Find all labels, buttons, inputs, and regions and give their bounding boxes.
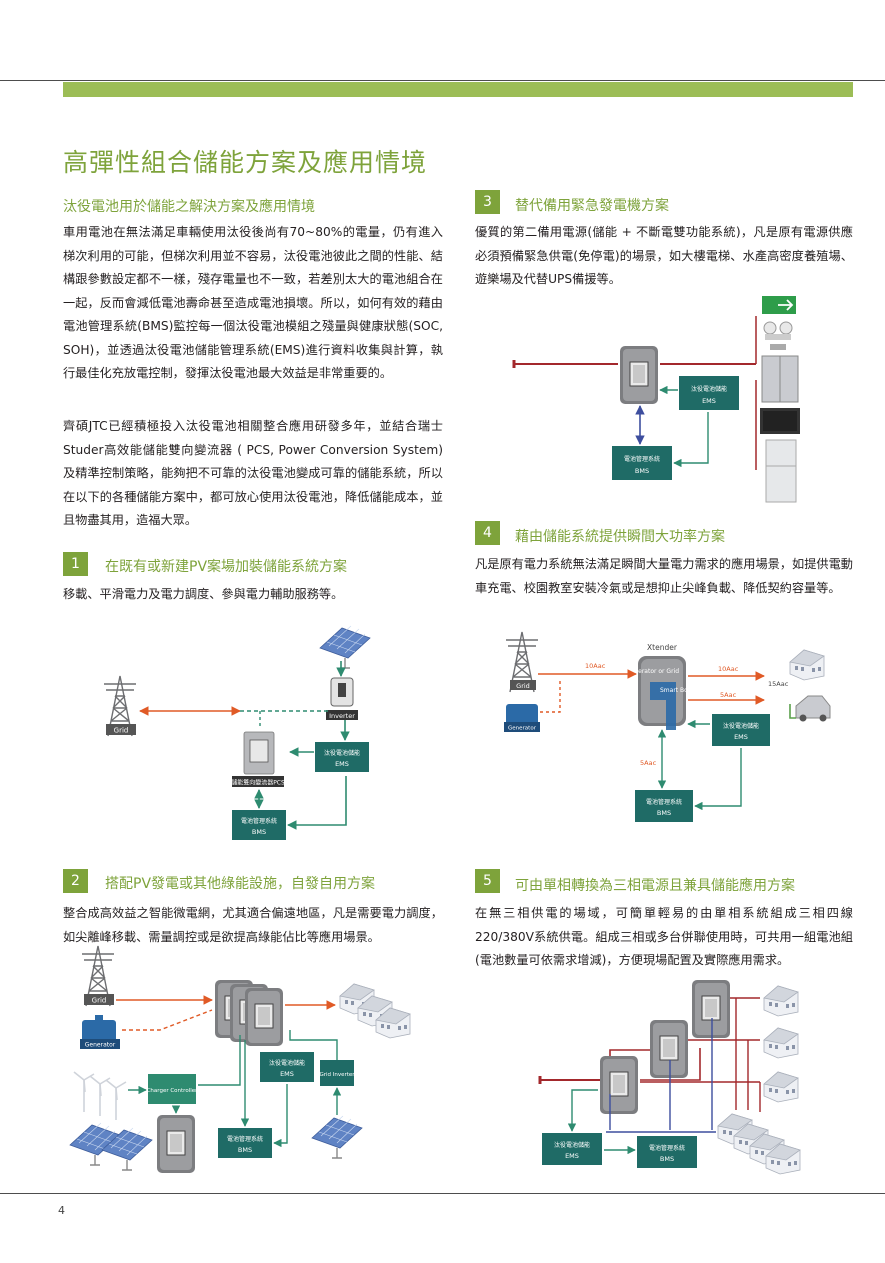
diagram-1: Grid Inverter 儲能雙向變流器PCS 汰役電池儲能 EMS 電池管理…	[103, 625, 371, 840]
d2-generator-label: Generator	[85, 1042, 116, 1049]
section-1-number: 1	[63, 552, 88, 576]
d4-10a-left: 10Aac	[585, 662, 606, 670]
d1-ems-line1: 汰役電池儲能	[324, 749, 360, 757]
d2-charger-label: Charger Controller	[147, 1088, 199, 1094]
d4-ems-line1: 汰役電池儲能	[723, 722, 759, 730]
d2-bms-line1: 電池管理系統	[227, 1135, 263, 1143]
d4-bms-line2: BMS	[657, 809, 671, 817]
intro-paragraph-1: 車用電池在無法滿足車輛使用汰役後尚有70~80%的電量，仍有進入梯次利用的可能，…	[63, 225, 443, 380]
page-number: 4	[58, 1204, 65, 1217]
d1-inverter-box	[326, 710, 358, 720]
d1-ems-box	[315, 742, 369, 772]
d3-bms-line1: 電池管理系統	[624, 455, 660, 463]
d4-gen-or-grid-label: Generator or Grid	[626, 668, 679, 675]
d4-15a-label: 15Aac	[768, 680, 789, 688]
d2-ems-box	[260, 1052, 314, 1082]
section-3-title: 替代備用緊急發電機方案	[515, 198, 669, 214]
section-1-title: 在既有或新建PV案場加裝儲能系統方案	[105, 559, 348, 575]
d2-grid-box	[84, 994, 114, 1005]
section-2-text: 整合成高效益之智能微電網，尤其適合偏遠地區，凡是需要電力調度，如尖離峰移載、需量…	[63, 906, 443, 944]
intro-subtitle: 汰役電池用於儲能之解決方案及應用情境	[63, 199, 315, 215]
d4-ems-box	[712, 714, 770, 746]
d5-bms-line1: 電池管理系統	[649, 1144, 685, 1152]
section-5-number: 5	[475, 869, 500, 893]
d4-generator-label: Generator	[508, 726, 537, 732]
d1-pcs-box	[232, 776, 284, 787]
d1-grid-label: Grid	[114, 727, 129, 735]
d5-ems-line1: 汰役電池儲能	[554, 1141, 590, 1149]
d5-bms-line2: BMS	[660, 1155, 674, 1163]
d5-ems-box	[542, 1133, 602, 1165]
page-title: 高彈性組合儲能方案及應用情境	[63, 148, 428, 177]
d2-charger-box	[148, 1074, 196, 1104]
d2-grid-inverter-label: Grid Inverter	[319, 1072, 355, 1078]
section-5-title: 可由單相轉換為三相電源且兼具儲能應用方案	[515, 878, 795, 894]
d3-bms-line2: BMS	[635, 467, 649, 475]
bottom-rule	[0, 1193, 885, 1194]
section-4-text: 凡是原有電力系統無法滿足瞬間大量電力需求的應用場景，如提供電動車充電、校園教室安…	[475, 557, 853, 595]
d1-bms-box	[232, 810, 286, 840]
d3-bms-box	[612, 446, 672, 480]
header-band	[63, 82, 853, 97]
d2-bms-box	[218, 1128, 272, 1158]
d4-grid-label: Grid	[516, 682, 530, 690]
d2-grid-inverter-box	[320, 1060, 354, 1086]
d4-bms-box	[635, 790, 693, 822]
d4-10a-right: 10Aac	[718, 665, 739, 673]
d5-bms-box	[637, 1136, 697, 1168]
d4-xtender-label: Xtender	[647, 643, 678, 652]
d4-5a-low: 5Aac	[640, 759, 657, 767]
d4-5a-mid: 5Aac	[720, 691, 737, 699]
d2-bms-line2: BMS	[238, 1146, 252, 1154]
section-3-text: 優質的第二備用電源(儲能 + 不斷電雙功能系統)，凡是原有電源供應必須預備緊急供…	[475, 225, 853, 286]
d1-grid-box	[106, 724, 136, 735]
d4-ems-line2: EMS	[734, 733, 748, 741]
d3-ems-line1: 汰役電池儲能	[691, 385, 727, 393]
d4-bms-line1: 電池管理系統	[646, 798, 682, 806]
d4-grid-box	[510, 680, 536, 690]
d1-pcs-label: 儲能雙向變流器PCS	[231, 779, 285, 787]
d2-generator-box	[80, 1039, 120, 1049]
d2-grid-label: Grid	[92, 997, 107, 1005]
diagram-2: Grid Generator Charger Controller 汰役電池儲能…	[69, 945, 411, 1174]
diagram-5: 汰役電池儲能 EMS 電池管理系統 BMS	[538, 979, 801, 1175]
diagram-3: 汰役電池儲能 EMS 電池管理系統 BMS	[512, 296, 800, 503]
section-4-title: 藉由儲能系統提供瞬間大功率方案	[515, 529, 725, 545]
d4-generator-box	[504, 722, 540, 732]
section-2-title: 搭配PV發電或其他綠能設施，自發自用方案	[105, 876, 376, 892]
section-5-text: 在無三相供電的場域，可簡單輕易的由單相系統組成三相四線220/380V系統供電。…	[475, 906, 853, 967]
diagram-4: Grid Generator Xtender Generator or Grid…	[504, 631, 831, 822]
d5-ems-line2: EMS	[565, 1152, 579, 1160]
d3-ems-box	[679, 376, 739, 410]
d1-bms-line1: 電池管理系統	[241, 817, 277, 825]
section-3-number: 3	[475, 190, 500, 214]
d4-smart-boost-label: Smart Boost	[660, 687, 698, 694]
intro-paragraph-2: 齊碩JTC已經積極投入汰役電池相關整合應用研發多年，並結合瑞士Studer高效能…	[63, 419, 443, 527]
top-rule	[0, 80, 885, 81]
d1-bms-line2: BMS	[252, 828, 266, 836]
section-4-number: 4	[475, 521, 500, 545]
section-2-number: 2	[63, 869, 88, 893]
d2-ems-line1: 汰役電池儲能	[269, 1059, 305, 1067]
section-1-text: 移載、平滑電力及電力調度、參與電力輔助服務等。	[63, 587, 344, 601]
d2-ems-line2: EMS	[280, 1070, 294, 1078]
d3-ems-line2: EMS	[702, 397, 716, 405]
d1-inverter-label: Inverter	[329, 712, 355, 720]
d1-ems-line2: EMS	[335, 760, 349, 768]
